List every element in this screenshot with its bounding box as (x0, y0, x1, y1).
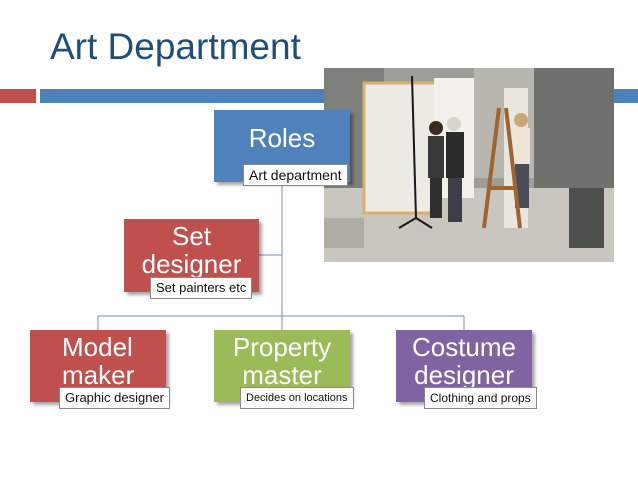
tag-decides-on-locations: Decides on locations (240, 387, 354, 409)
studio-photo (324, 68, 614, 262)
tag-clothing-and-props: Clothing and props (424, 387, 537, 409)
accent-bar-red (0, 89, 36, 103)
tag-art-department: Art department (243, 164, 348, 186)
node-property-master-label: Property master (232, 332, 332, 390)
tag-set-painters: Set painters etc (150, 277, 253, 299)
node-roles-label: Roles (248, 123, 316, 153)
node-costume-designer-label: Costume designer (411, 332, 517, 390)
slide-title: Art Department (50, 26, 301, 67)
tag-graphic-designer: Graphic designer (59, 387, 170, 409)
studio-photo-illustration (324, 68, 614, 262)
node-model-maker-label: Model maker (62, 332, 135, 390)
node-set-designer-label: Set designer (141, 221, 242, 279)
